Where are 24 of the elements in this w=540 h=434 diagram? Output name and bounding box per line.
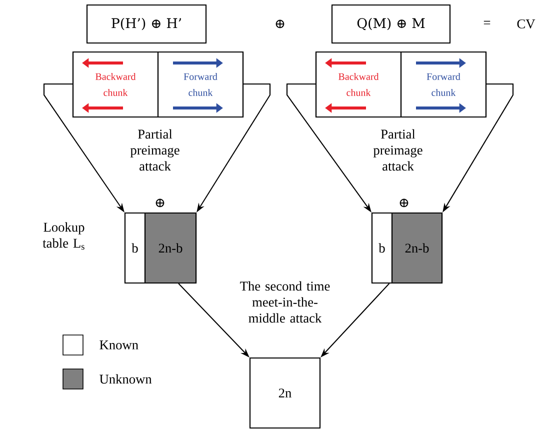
backward-chunk-cell: Backward chunk <box>315 51 402 118</box>
side-label: Lookup table L$_{s}$ <box>42 222 84 250</box>
attack-label: The second time meet-in-the-middle attack <box>240 281 330 323</box>
chunk-box <box>72 51 244 118</box>
unknown-cell: 2n-b <box>391 212 443 284</box>
known-cell: b <box>371 212 393 284</box>
legend-label: Known <box>100 340 138 350</box>
forward-chunk-cell: Forward chunk <box>157 51 244 118</box>
attack-label: Partial preimage attack <box>373 129 422 171</box>
known-cell: b <box>124 212 146 284</box>
attack-label: Partial preimage attack <box>130 129 180 171</box>
chunk-box <box>315 51 487 118</box>
process-box: Q(M) ⊕ M <box>331 4 451 44</box>
xor-symbol: ⊕ <box>400 198 408 208</box>
equals-sign: = <box>484 20 490 24</box>
backward-chunk-cell: Backward chunk <box>72 51 159 118</box>
xor-symbol: ⊕ <box>156 198 164 208</box>
process-box: P(H’) ⊕ H’ <box>86 4 207 44</box>
output-label: CV <box>517 19 536 28</box>
legend-label: Unknown <box>100 374 152 384</box>
unknown-cell: 2n-b <box>144 212 197 284</box>
xor-symbol: ⊕ <box>276 20 284 28</box>
forward-chunk-cell: Forward chunk <box>400 51 487 118</box>
result-box: 2n <box>249 357 321 429</box>
